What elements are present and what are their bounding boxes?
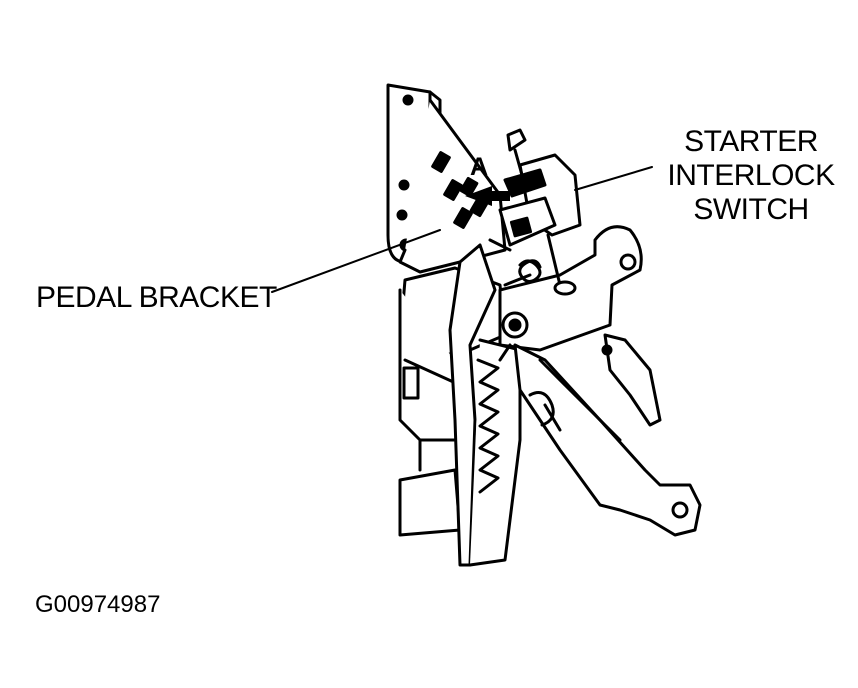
view-arrow [465,186,510,206]
pedal-arm-front [448,243,522,567]
lower-pivot-bracket [601,333,662,427]
return-spring [503,259,542,287]
pedal-bracket-label: PEDAL BRACKET [36,281,277,314]
view-letter-label: A [470,153,488,181]
leader-line-pedal-bracket [271,229,441,293]
starter-interlock-switch [488,128,582,296]
label-line-3: SWITCH [693,193,809,226]
pedal-arm-rear [513,343,702,537]
figure-id-label: G00974987 [35,591,161,618]
starter-interlock-switch-label: STARTER INTERLOCK SWITCH [656,125,846,227]
leader-line-starter-switch [574,166,653,191]
label-line-2: INTERLOCK [667,159,835,192]
label-line-1: STARTER [684,125,818,158]
